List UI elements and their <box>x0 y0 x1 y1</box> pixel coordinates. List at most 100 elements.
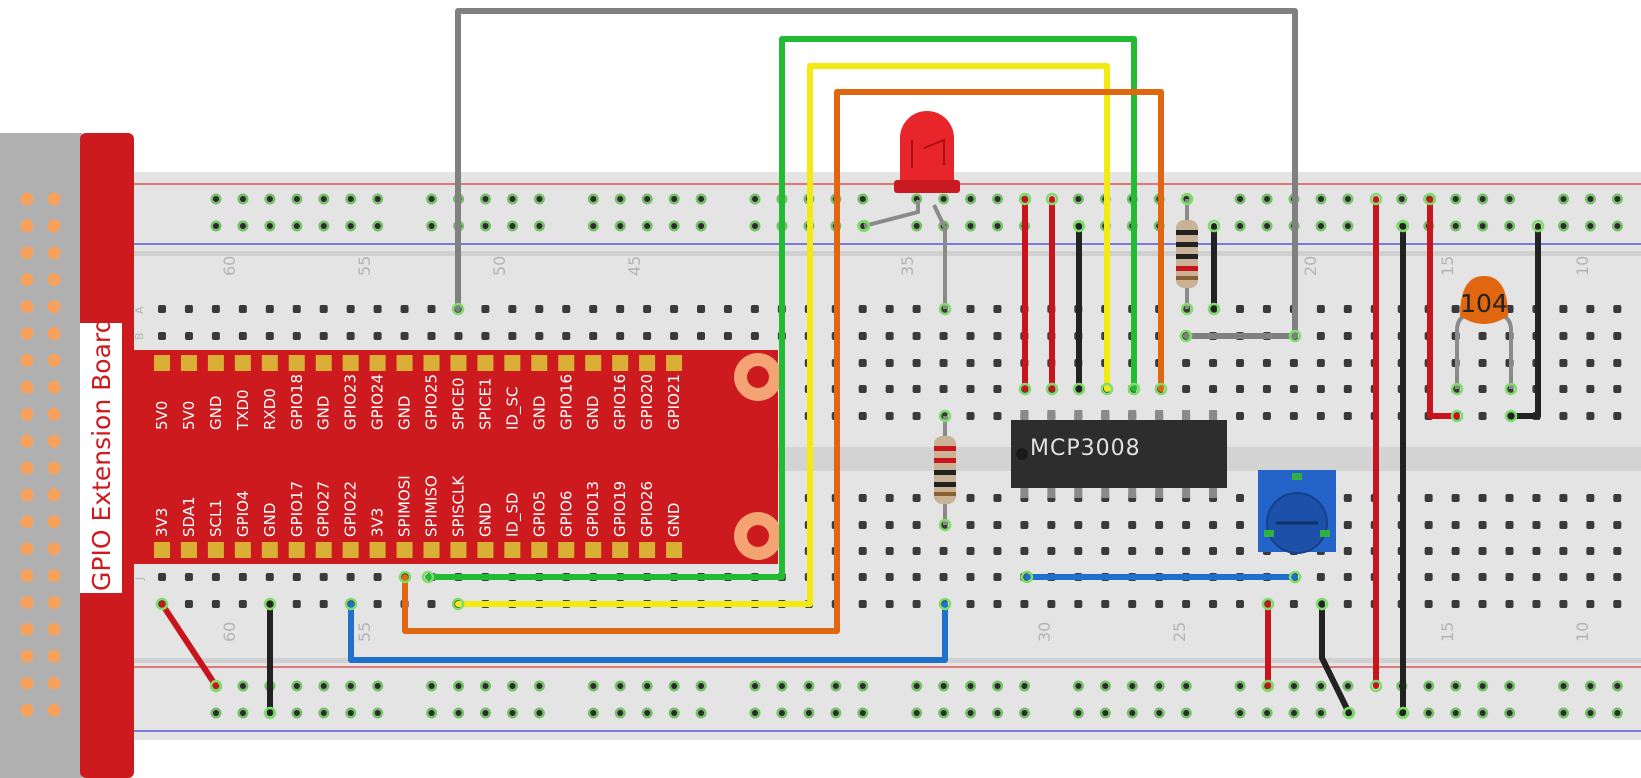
breadboard-hole <box>939 547 948 555</box>
header-pin-label: GND <box>315 396 333 430</box>
rail-hole-core <box>482 710 489 716</box>
breadboard-hole <box>1586 494 1595 502</box>
breadboard-hole <box>319 305 328 313</box>
rail-hole-core <box>1452 223 1459 229</box>
breadboard-hole <box>670 305 679 313</box>
ribbon-pin <box>47 488 61 502</box>
breadboard-hole <box>481 305 490 313</box>
breadboard-hole <box>1209 385 1218 393</box>
header-pin-label: GPIO16 <box>611 374 629 430</box>
breadboard-hole <box>158 573 166 581</box>
rail-hole-core <box>293 710 300 716</box>
breadboard-hole <box>1262 412 1271 420</box>
breadboard-hole <box>1478 385 1487 393</box>
column-number: 60 <box>220 622 239 642</box>
adc-chip-label: MCP3008 <box>1030 436 1141 461</box>
rail-hole-core <box>293 223 300 229</box>
breadboard-hole <box>184 305 193 313</box>
connection-point <box>1207 219 1221 233</box>
adc-chip-pin <box>1128 488 1137 498</box>
column-number: 15 <box>1438 256 1457 276</box>
ribbon-pin <box>47 273 61 287</box>
breadboard-hole <box>589 332 598 340</box>
adc-chip-pin <box>1047 410 1056 420</box>
wire-green-miso <box>425 36 1137 580</box>
breadboard-hole <box>1101 547 1110 555</box>
connection-point <box>451 597 465 611</box>
header-pin-label: GND <box>665 503 683 537</box>
rail-hole-core <box>1398 196 1405 202</box>
ribbon-pin <box>20 622 34 636</box>
breadboard-hole <box>346 305 355 313</box>
adc-chip-pin <box>1101 488 1110 498</box>
breadboard-hole <box>1586 600 1595 608</box>
breadboard-hole <box>1478 332 1487 340</box>
breadboard-hole <box>1316 359 1325 367</box>
breadboard-hole <box>1020 600 1029 608</box>
column-number: 50 <box>490 256 509 276</box>
breadboard-hole <box>211 332 220 340</box>
header-pin <box>342 542 359 558</box>
rail-hole-core <box>859 196 866 202</box>
rail-hole-core <box>455 710 462 716</box>
rail-hole-core <box>994 710 1001 716</box>
breadboard-hole <box>885 600 894 608</box>
breadboard-hole <box>1586 547 1595 555</box>
rail-hole-core <box>536 710 543 716</box>
header-pin-label: GPIO20 <box>638 374 656 430</box>
ribbon-pin <box>47 596 61 609</box>
wire-orange-sclk <box>402 89 1164 634</box>
board-title-background <box>80 323 122 593</box>
led <box>863 111 960 309</box>
mount-hole-top-inner <box>747 366 769 388</box>
rail-hole-core <box>913 683 920 689</box>
rail-hole-core <box>347 223 354 229</box>
header-pin-label: SPIMOSI <box>396 475 414 537</box>
connection-point <box>1018 382 1032 396</box>
breadboard-hole <box>211 600 220 608</box>
resistor-pullup <box>1176 199 1198 309</box>
connection-point <box>938 597 952 611</box>
breadboard-hole <box>1532 600 1541 608</box>
breadboard-hole <box>1532 547 1541 555</box>
breadboard-hole <box>508 305 517 313</box>
breadboard-hole <box>1586 521 1595 529</box>
ribbon-pin <box>20 300 34 314</box>
breadboard-hole <box>562 305 571 313</box>
ribbon-pin <box>47 219 61 233</box>
rail-hole-core <box>644 683 651 689</box>
breadboard-hole <box>858 521 867 529</box>
rail-hole-core <box>293 196 300 202</box>
rail-hole-core <box>1344 683 1351 689</box>
ribbon-pins <box>20 192 61 717</box>
adc-chip-pin <box>1020 410 1029 420</box>
breadboard-hole <box>1451 494 1460 502</box>
breadboard-hole <box>1182 385 1191 393</box>
rail-hole-core <box>859 710 866 716</box>
breadboard-hole <box>1020 521 1029 529</box>
rail-hole-core <box>455 683 462 689</box>
header-pin <box>180 542 197 558</box>
rail-hole-core <box>1506 223 1513 229</box>
rail-hole-core <box>644 196 651 202</box>
rail-hole-core <box>347 710 354 716</box>
breadboard-hole <box>858 600 867 608</box>
rail-hole-core <box>509 223 516 229</box>
rail-hole-core <box>832 683 839 689</box>
breadboard-hole <box>373 305 382 313</box>
ribbon-pin <box>20 488 34 502</box>
column-numbers: 60 55 50 45 35 20 15 10 60 55 30 25 15 1… <box>133 256 1592 642</box>
breadboard-hole <box>966 573 975 581</box>
wire-blue-ce0 <box>348 601 948 663</box>
potentiometer-pin <box>1320 530 1330 537</box>
rail-hole-core <box>428 683 435 689</box>
connection-point <box>1342 706 1356 720</box>
breadboard-hole <box>1128 521 1137 529</box>
rail-hole-core <box>239 223 246 229</box>
rail-hole-core <box>1021 683 1028 689</box>
breadboard-hole <box>184 332 193 340</box>
adc-chip: MCP3008 <box>1011 410 1227 498</box>
ribbon-pin <box>47 515 61 529</box>
header-pin-label: GND <box>261 503 279 537</box>
header-pin <box>504 355 521 371</box>
